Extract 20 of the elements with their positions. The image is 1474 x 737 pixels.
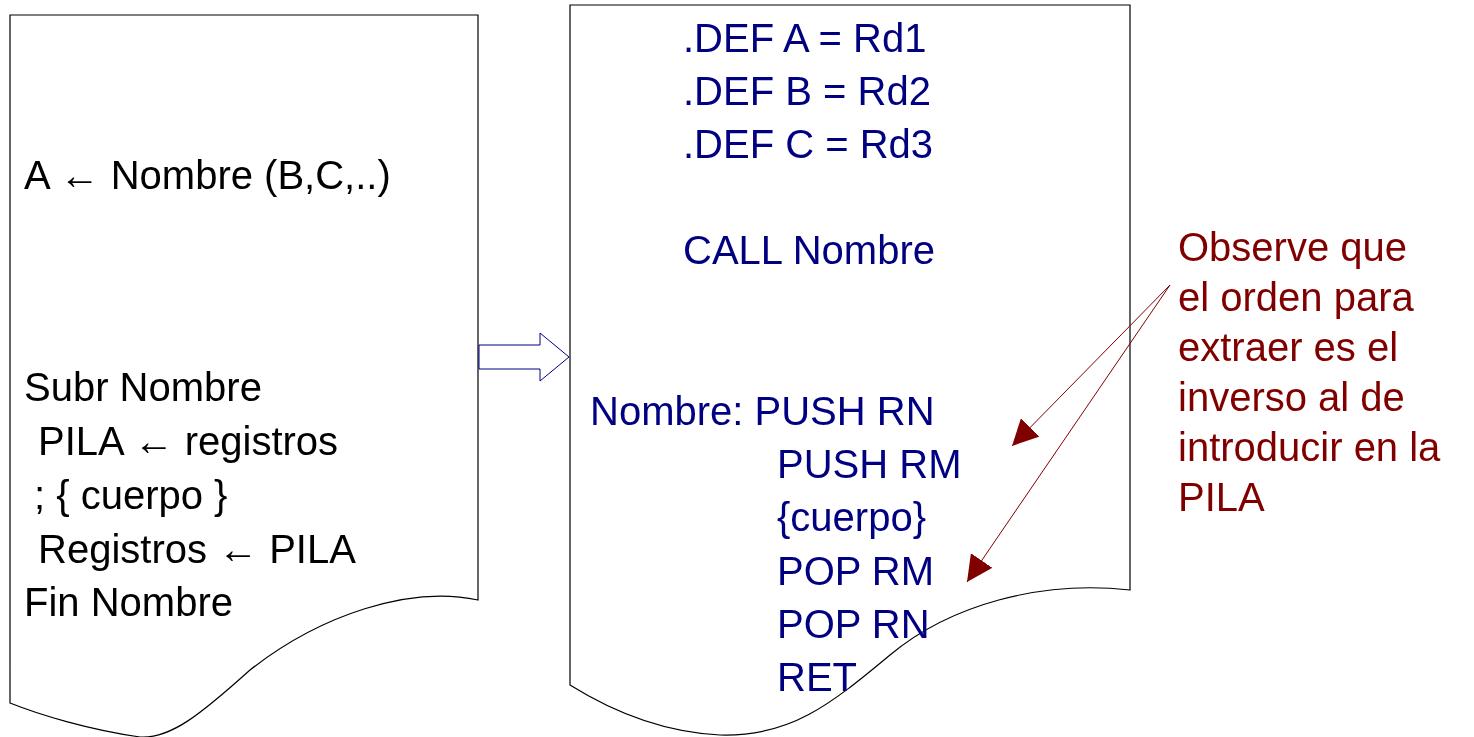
code-line: PUSH RM [777, 441, 962, 488]
code-line: POP RM [777, 548, 935, 595]
code-line: RET [777, 654, 857, 701]
code-line: A ← Nombre (B,C,..) [24, 152, 391, 199]
code-line: Subr Nombre [24, 364, 262, 411]
code-line: PILA ← registros [38, 418, 339, 465]
code-line: .DEF C = Rd3 [683, 121, 934, 168]
leader-line [1011, 284, 1171, 447]
code-line: Fin Nombre [24, 579, 233, 626]
code-line: ; { cuerpo } [34, 472, 228, 519]
code-line: .DEF A = Rd1 [683, 15, 927, 62]
leader-line [966, 284, 1171, 583]
code-line: {cuerpo} [777, 494, 927, 541]
block-arrow [478, 332, 570, 382]
note-text: Observe que el orden para extraer es el inverso al de introducir en la PILA [1178, 224, 1442, 521]
code-line: POP RN [777, 601, 930, 648]
code-line: CALL Nombre [683, 227, 935, 274]
code-line: .DEF B = Rd2 [683, 68, 931, 115]
code-line: Registros ← PILA [38, 526, 356, 573]
code-line: Nombre: PUSH RN [590, 388, 935, 435]
